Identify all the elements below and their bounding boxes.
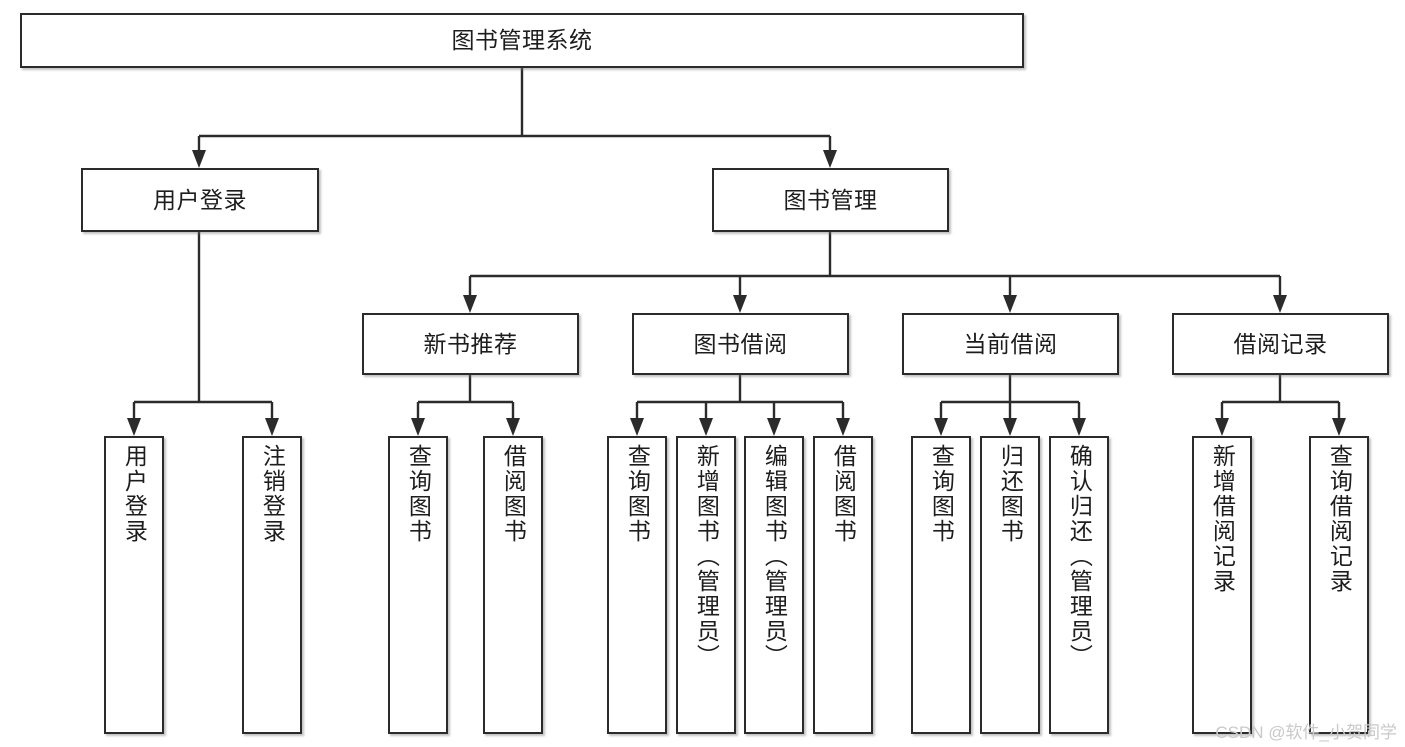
leaf-current-borrow-confirm-return[interactable]: 确认归还（管理员）	[1049, 436, 1109, 734]
connector-borrowrecord-to-leaves	[1215, 375, 1346, 436]
connector-currentborrow-to-leaves	[934, 375, 1086, 436]
leaf-current-borrow-query[interactable]: 查询图书	[911, 436, 971, 734]
node-label: 查询图书	[405, 444, 432, 544]
connector-bookborrow-to-leaves	[630, 375, 850, 436]
node-label: 查询图书	[928, 444, 955, 544]
node-label: 用户登录	[121, 444, 148, 544]
leaf-new-book-borrow[interactable]: 借阅图书	[483, 436, 543, 734]
node-label: 查询借阅记录	[1326, 444, 1353, 594]
node-label: 新增图书（管理员）	[693, 444, 720, 669]
node-user-login[interactable]: 用户登录	[81, 168, 319, 232]
node-label: 注销登录	[259, 444, 286, 544]
leaf-book-borrow-borrow[interactable]: 借阅图书	[813, 436, 873, 734]
node-label: 图书管理系统	[451, 27, 593, 54]
node-label: 借阅记录	[1233, 330, 1328, 357]
node-label: 图书管理	[783, 186, 878, 213]
connector-userlogin-to-leaves	[127, 232, 279, 436]
node-borrow-records[interactable]: 借阅记录	[1172, 313, 1389, 375]
node-label: 用户登录	[153, 186, 247, 213]
leaf-book-borrow-query[interactable]: 查询图书	[607, 436, 667, 734]
node-label: 图书借阅	[693, 330, 788, 357]
connector-bookmgmt-to-level3	[463, 232, 1287, 313]
node-label: 编辑图书（管理员）	[761, 444, 788, 669]
leaf-new-book-query[interactable]: 查询图书	[388, 436, 448, 734]
node-label: 查询图书	[624, 444, 651, 544]
leaf-borrow-record-query[interactable]: 查询借阅记录	[1309, 436, 1369, 734]
leaf-current-borrow-return[interactable]: 归还图书	[980, 436, 1040, 734]
node-current-borrow[interactable]: 当前借阅	[902, 313, 1119, 375]
leaf-book-borrow-add[interactable]: 新增图书（管理员）	[676, 436, 736, 734]
connector-root-to-level2	[192, 68, 837, 168]
node-label: 当前借阅	[963, 330, 1058, 357]
node-label: 借阅图书	[500, 444, 527, 544]
node-label: 确认归还（管理员）	[1066, 444, 1093, 669]
node-book-borrow[interactable]: 图书借阅	[632, 313, 849, 375]
leaf-borrow-record-add[interactable]: 新增借阅记录	[1192, 436, 1252, 734]
leaf-user-login-logout[interactable]: 注销登录	[242, 436, 302, 734]
watermark-text: CSDN @软件_小贺同学	[1215, 723, 1397, 742]
leaf-user-login-login[interactable]: 用户登录	[104, 436, 164, 734]
node-new-book-recommend[interactable]: 新书推荐	[362, 313, 579, 375]
node-root-system[interactable]: 图书管理系统	[20, 13, 1024, 68]
node-label: 借阅图书	[830, 444, 857, 544]
node-label: 新增借阅记录	[1209, 444, 1236, 594]
leaf-book-borrow-edit[interactable]: 编辑图书（管理员）	[744, 436, 804, 734]
node-label: 归还图书	[997, 444, 1024, 544]
node-label: 新书推荐	[423, 330, 518, 357]
node-book-management[interactable]: 图书管理	[712, 168, 949, 232]
connector-newbook-to-leaves	[411, 375, 520, 436]
